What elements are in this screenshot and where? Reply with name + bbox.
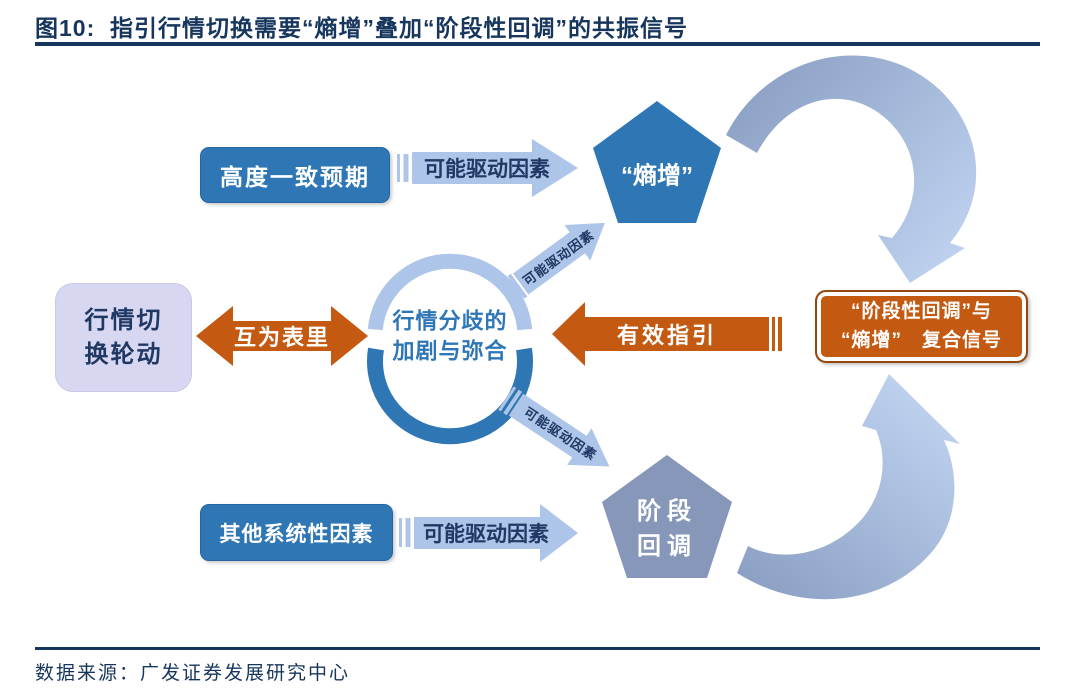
drive-arrow-top xyxy=(397,139,578,197)
figure-title: 图10: 指引行情切换需要“熵增”叠加“阶段性回调”的共振信号 xyxy=(35,15,689,41)
source-rule xyxy=(35,647,1040,650)
drive-arrow-bottom xyxy=(399,504,578,562)
driver-top-box: 高度一致预期 xyxy=(200,147,390,203)
phase-pentagon-label: 阶段 回调 xyxy=(637,498,697,560)
center-circle-dark-arc xyxy=(367,347,533,445)
curved-arrow-bottom xyxy=(737,374,960,600)
center-circle-label: 行情分歧的 加剧与弥合 xyxy=(392,308,508,363)
drive-arrow-bottom-label: 可能驱动因素 xyxy=(423,523,549,546)
source-text: 数据来源：广发证券发展研究中心 xyxy=(35,663,351,684)
title-rule xyxy=(35,42,1040,46)
drive-arrow-diag-bottom xyxy=(498,386,610,467)
guide-arrow-label: 有效指引 xyxy=(616,323,718,348)
curved-arrow-top xyxy=(726,55,977,283)
mutual-arrow-label: 互为表里 xyxy=(233,325,331,350)
mutual-arrow xyxy=(196,306,368,366)
guide-arrow xyxy=(552,302,782,366)
driver-top-label: 高度一致预期 xyxy=(220,164,370,190)
entropy-pentagon-label: “熵增” xyxy=(621,162,693,190)
rotation-box: 行情切 换轮动 xyxy=(55,283,192,392)
rotation-box-label: 行情切 换轮动 xyxy=(84,306,163,368)
driver-bottom-label: 其他系统性因素 xyxy=(219,522,374,546)
signal-box-label: “阶段性回调”与 “熵增” 复合信号 xyxy=(840,301,1002,351)
drive-arrow-top-label: 可能驱动因素 xyxy=(424,158,550,181)
phase-pentagon xyxy=(602,455,732,578)
drive-arrow-diag-top xyxy=(502,222,605,303)
driver-bottom-box: 其他系统性因素 xyxy=(200,504,393,561)
entropy-pentagon xyxy=(593,101,721,223)
center-circle-light-arc xyxy=(367,253,533,331)
signal-box: “阶段性回调”与 “熵增” 复合信号 xyxy=(815,290,1028,363)
